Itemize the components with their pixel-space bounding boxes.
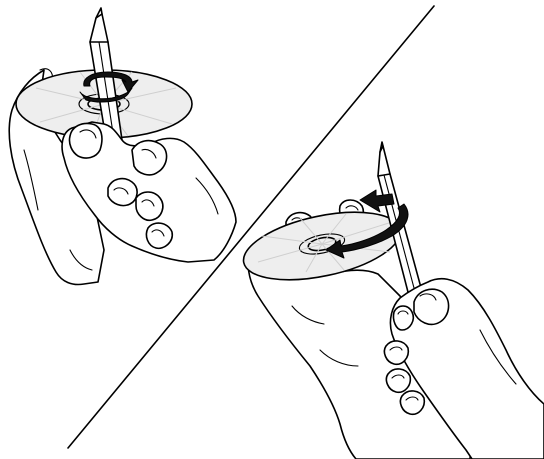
left-panel [9,8,236,285]
right-panel [238,142,544,459]
